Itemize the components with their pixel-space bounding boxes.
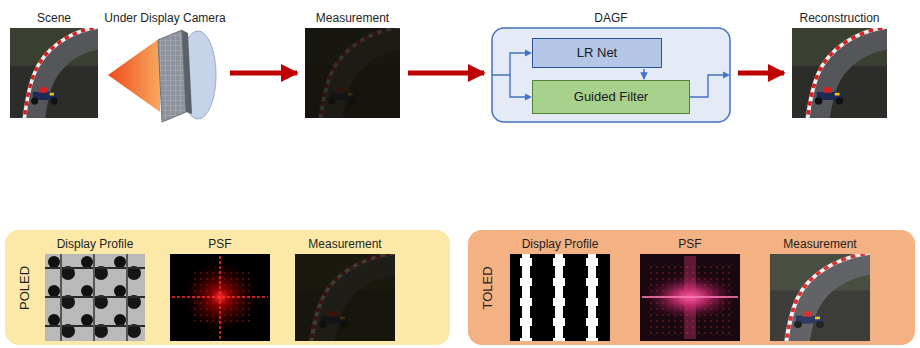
process-arrow (230, 71, 297, 76)
image-panel: Measurement (295, 254, 395, 341)
image-panel: Reconstruction (792, 28, 887, 118)
dagf-box (492, 28, 730, 122)
scene-photo (10, 26, 102, 122)
box-label: LR Net (577, 45, 617, 61)
toled-psf (640, 254, 740, 341)
process-arrow (408, 71, 484, 76)
image-panel: Measurement (770, 254, 870, 341)
process-box: LR Net (532, 38, 662, 68)
heading-label: Display Profile (57, 237, 134, 251)
poled-display-profile (45, 254, 145, 341)
poled-psf (170, 254, 270, 341)
heading-label: Measurement (783, 237, 856, 251)
box-label: Guided Filter (574, 89, 648, 105)
poled-measurement (295, 252, 400, 345)
heading-label: PSF (678, 237, 701, 251)
process-arrow (738, 71, 784, 76)
flow-arrow (643, 69, 645, 79)
heading-label: Measurement (308, 237, 381, 251)
heading-label: Display Profile (522, 237, 599, 251)
image-panel: Scene (10, 28, 98, 118)
toled-measurement (770, 252, 875, 345)
image-panel: Measurement (305, 28, 400, 118)
image-panel: Display Profile (510, 254, 610, 341)
camera-figure: Under Display Camera (108, 28, 222, 122)
module-box: DAGFLR NetGuided Filter (492, 28, 730, 122)
reconstruction-photo (792, 26, 892, 122)
heading-label: Reconstruction (799, 11, 879, 25)
camera-illustration (108, 30, 216, 122)
image-panel: PSF (640, 254, 740, 341)
image-panel: Display Profile (45, 254, 145, 341)
heading-label: Measurement (316, 11, 389, 25)
heading-label: DAGF (594, 11, 627, 25)
heading-label: PSF (208, 237, 231, 251)
toled-display-profile (510, 254, 610, 341)
panel-label: TOLED (480, 266, 496, 309)
heading-label: Scene (37, 11, 71, 25)
measurement-photo (305, 26, 405, 122)
process-box: Guided Filter (532, 80, 690, 114)
image-panel: PSF (170, 254, 270, 341)
panel-band: TOLEDDisplay ProfilePSFMeasurement (468, 230, 915, 345)
poled-panel (5, 230, 450, 345)
panel-label: POLED (17, 265, 33, 309)
heading-label: Under Display Camera (104, 11, 225, 25)
panel-band: POLEDDisplay ProfilePSFMeasurement (5, 230, 450, 345)
toled-panel (468, 230, 915, 345)
